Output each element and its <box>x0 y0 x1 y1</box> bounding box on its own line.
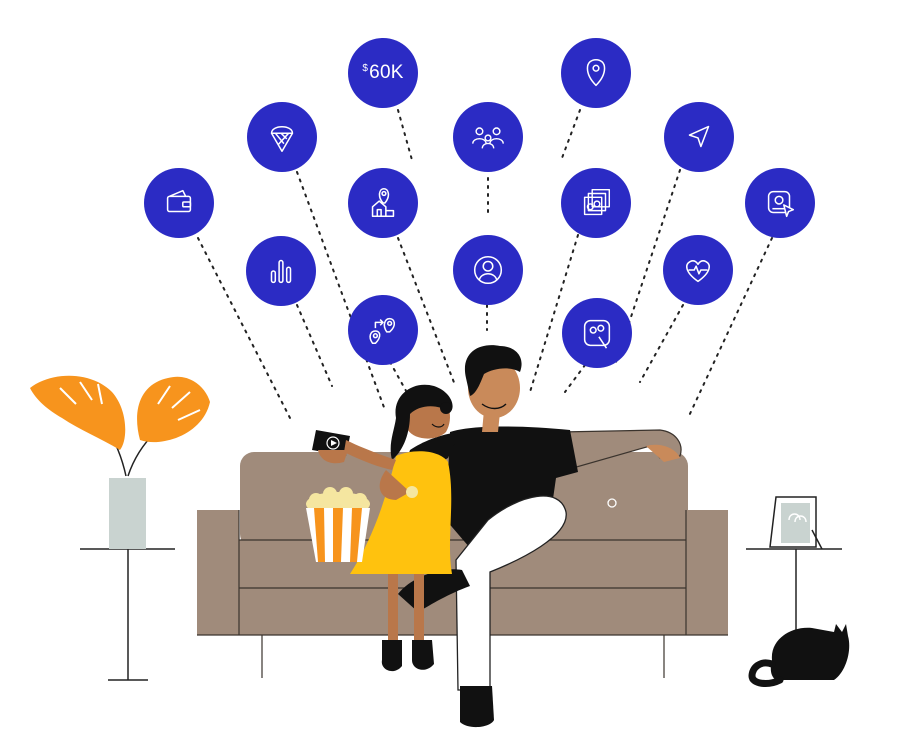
touch-screen-badge <box>562 298 632 368</box>
left-side-table <box>80 548 175 681</box>
phone <box>312 430 350 464</box>
family-badge <box>453 102 523 172</box>
connector-location <box>561 109 581 159</box>
connector-heart <box>639 304 684 383</box>
navigation-arrow-icon <box>688 125 710 148</box>
photo-stack-badge <box>561 168 631 238</box>
connector-ice-cream <box>296 171 386 411</box>
heart-rate-badge <box>663 235 733 305</box>
user-profile-badge <box>453 235 523 305</box>
touch-screen-icon <box>583 319 611 349</box>
popcorn-bucket <box>306 487 370 562</box>
wallet-icon <box>166 189 192 213</box>
connector-screen <box>687 237 773 419</box>
photo-stack-icon <box>583 188 611 216</box>
screen-cursor-badge <box>745 168 815 238</box>
man <box>398 345 682 728</box>
connector-home <box>397 237 456 386</box>
right-side-table <box>746 548 842 640</box>
bar-chart-icon <box>270 259 292 284</box>
location-pin-icon <box>586 58 606 87</box>
bar-chart-badge <box>246 236 316 306</box>
connector-photos <box>529 234 579 393</box>
vase <box>109 478 146 549</box>
girl <box>344 384 453 672</box>
location-pin-badge <box>561 38 631 108</box>
wallet-badge <box>144 168 214 238</box>
salary-amount: $60K <box>362 62 404 83</box>
navigation-arrow-badge <box>664 102 734 172</box>
user-profile-icon <box>473 255 503 285</box>
connector-salary <box>397 109 413 161</box>
left-leaf <box>30 375 126 450</box>
salary-badge: $60K <box>348 38 418 108</box>
home-location-badge <box>348 168 418 238</box>
plant <box>30 375 210 477</box>
connector-bar-chart <box>296 304 333 387</box>
home-location-icon <box>371 187 395 218</box>
right-leaf <box>137 376 210 443</box>
ice-cream-icon <box>270 126 294 153</box>
connector-navigation <box>614 169 681 366</box>
connector-wallet <box>197 237 291 419</box>
picture-frame <box>769 496 823 550</box>
route-pins-badge <box>348 295 418 365</box>
connector-touch <box>564 364 586 393</box>
heart-rate-icon <box>686 260 710 283</box>
screen-cursor-icon <box>767 190 795 218</box>
ice-cream-badge <box>247 102 317 172</box>
family-icon <box>472 127 504 149</box>
route-pins-icon <box>369 317 396 345</box>
cat <box>748 624 850 687</box>
